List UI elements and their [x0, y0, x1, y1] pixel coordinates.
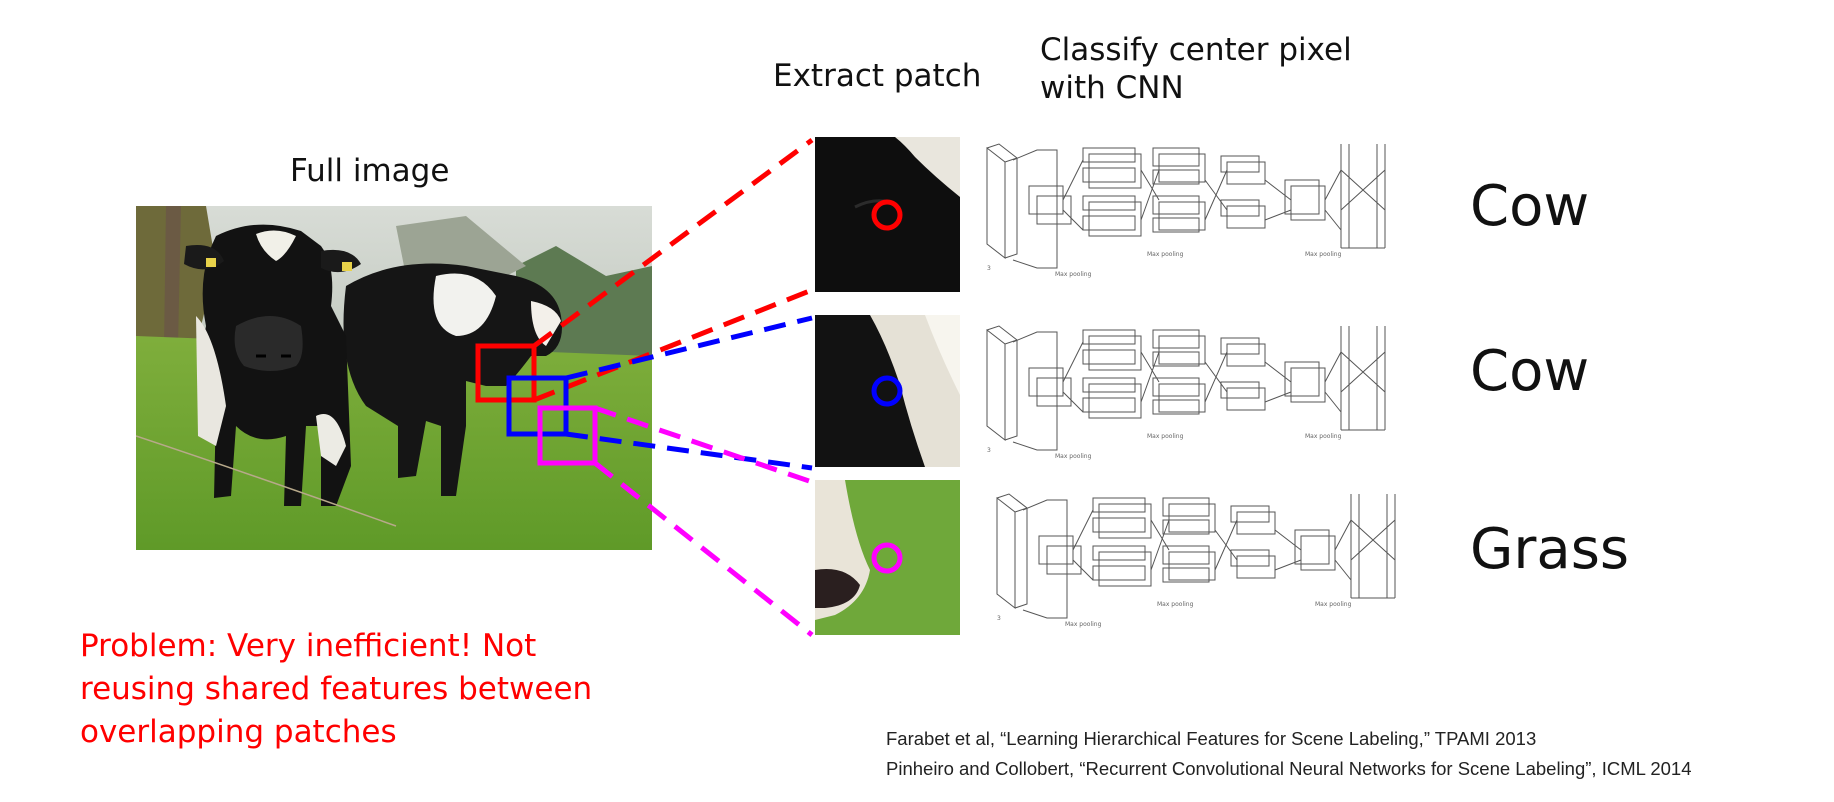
svg-text:3: 3 [997, 615, 1001, 622]
blue-connector-bottom [565, 431, 813, 471]
svg-text:Max pooling: Max pooling [1055, 453, 1092, 460]
red-connector-top [532, 137, 814, 349]
red-patch-box [475, 343, 537, 403]
magenta-connector-top [594, 405, 813, 485]
svg-text:Max pooling: Max pooling [1305, 433, 1342, 440]
svg-text:Max pooling: Max pooling [1055, 271, 1092, 278]
svg-text:3: 3 [987, 265, 991, 272]
magenta-connector-bottom [593, 461, 814, 637]
magenta-patch-box [537, 405, 598, 466]
patch-cow-cheek [815, 315, 960, 467]
full-image-heading: Full image [290, 153, 450, 189]
blue-connector-top [565, 315, 813, 381]
class-label-row-1: Cow [1470, 174, 1590, 239]
svg-text:Max pooling: Max pooling [1065, 621, 1102, 628]
reference-farabet: Farabet et al, “Learning Hierarchical Fe… [886, 728, 1537, 749]
class-label-row-3: Grass [1470, 517, 1630, 582]
full-image-photo [136, 206, 652, 550]
svg-text:Max pooling: Max pooling [1147, 433, 1184, 440]
reference-pinheiro: Pinheiro and Collobert, “Recurrent Convo… [886, 758, 1692, 779]
classify-heading: Classify center pixel with CNN [1040, 31, 1352, 107]
patch-center-circle-red [871, 199, 903, 231]
classify-heading-line1: Classify center pixel [1040, 32, 1352, 68]
svg-text:Max pooling: Max pooling [1305, 251, 1342, 258]
extract-patch-heading: Extract patch [773, 58, 982, 94]
patch-center-circle-magenta [871, 542, 903, 574]
svg-text:Max pooling: Max pooling [1157, 601, 1194, 608]
problem-statement: Problem: Very inefficient! Not reusing s… [80, 628, 593, 750]
class-label-row-2: Cow [1470, 339, 1590, 404]
patch-cow-eye [815, 137, 960, 292]
svg-text:3: 3 [987, 447, 991, 454]
classify-heading-line2: with CNN [1040, 70, 1184, 106]
patch-grass [815, 480, 960, 635]
patch-center-circle-blue [871, 375, 903, 407]
svg-text:Max pooling: Max pooling [1315, 601, 1352, 608]
svg-text:Max pooling: Max pooling [1147, 251, 1184, 258]
red-connector-bottom [533, 287, 813, 403]
